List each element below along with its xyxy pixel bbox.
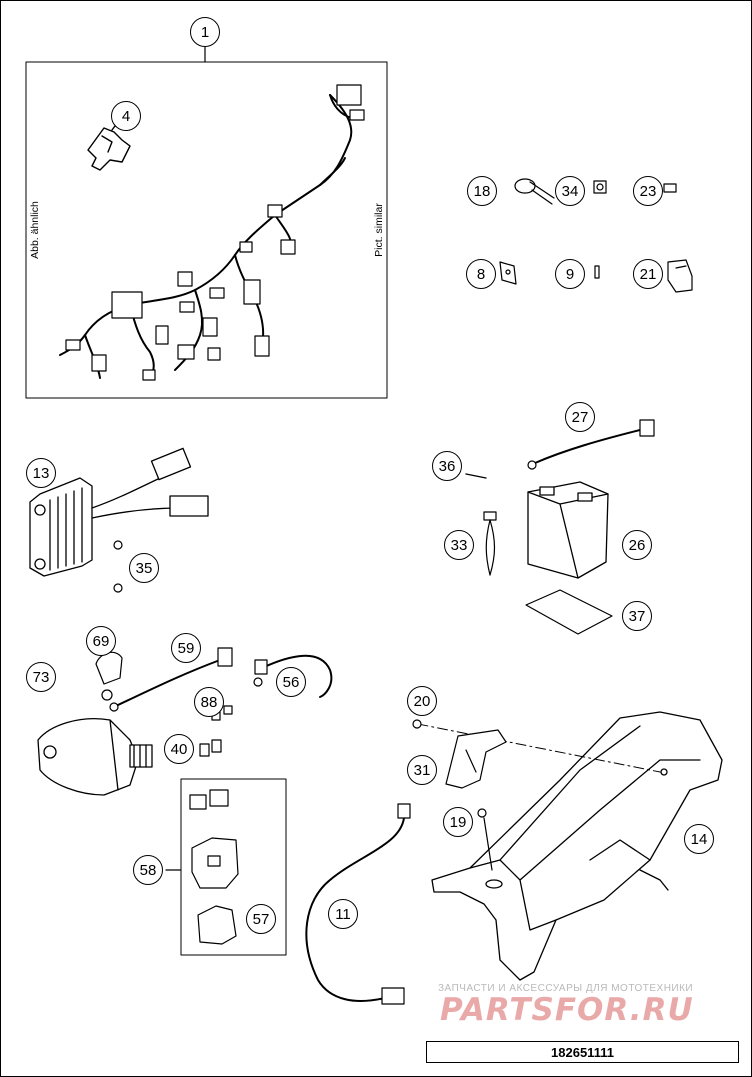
part-37-label-sheet [525, 589, 613, 635]
part-31-bracket [445, 729, 507, 789]
part-8-plate [499, 261, 517, 285]
part-59-starter-cable [109, 647, 233, 712]
document-number-text: 182651111 [551, 1044, 614, 1060]
harness-group [25, 46, 388, 399]
part-13-regulator [29, 447, 209, 577]
starter-motor [37, 718, 153, 796]
harness-label-left: Abb. ähnlich [29, 201, 42, 259]
callout-56: 56 [276, 667, 306, 697]
callout-73: 73 [26, 662, 56, 692]
callout-58: 58 [133, 855, 163, 885]
relay-group [165, 778, 287, 956]
callout-23: 23 [633, 176, 663, 206]
callout-37: 37 [622, 601, 652, 631]
callout-8: 8 [466, 259, 496, 289]
part-34-clip [593, 180, 607, 194]
callout-40: 40 [164, 734, 194, 764]
callout-59: 59 [171, 633, 201, 663]
watermark-text: ЗАПЧАСТИ И АКСЕССУАРЫ ДЛЯ МОТОТЕХНИКИ [438, 983, 694, 994]
small-parts [499, 178, 693, 293]
callout-57: 57 [246, 904, 276, 934]
part-33-fuse-holder [483, 511, 497, 576]
part-23-clip [663, 183, 677, 193]
part-35-screws [113, 540, 123, 593]
callout-11: 11 [328, 899, 358, 929]
callout-14: 14 [684, 824, 714, 854]
callout-13: 13 [26, 458, 56, 488]
part-19-screw [477, 808, 493, 871]
callout-26: 26 [622, 530, 652, 560]
callout-31: 31 [407, 755, 437, 785]
callout-36: 36 [432, 451, 462, 481]
document-number: 182651111 [426, 1041, 739, 1063]
part-57-relay-cover [197, 905, 237, 945]
callout-9: 9 [555, 259, 585, 289]
part-27-battery-cable [527, 419, 655, 470]
part-26-battery [527, 481, 609, 579]
part-73-nut [101, 689, 113, 701]
callout-21: 21 [633, 259, 663, 289]
part-40-fuses [199, 739, 222, 757]
callout-20: 20 [407, 686, 437, 716]
part-9-bulb [594, 265, 600, 279]
watermark-logo: PARTSFOR.RU [440, 992, 694, 1028]
part-20-nut [412, 719, 422, 729]
part-56-ground-cable [253, 654, 333, 698]
callout-4: 4 [111, 101, 141, 131]
part-36-bolt [465, 473, 487, 479]
callout-1: 1 [190, 17, 220, 47]
part-11-cable [305, 803, 411, 1005]
part-18-cable-tie [514, 178, 536, 194]
part-21-relay [667, 259, 693, 293]
callout-33: 33 [444, 530, 474, 560]
callout-18: 18 [467, 176, 497, 206]
callout-34: 34 [555, 176, 585, 206]
assembly-axis [417, 723, 661, 773]
callout-19: 19 [443, 807, 473, 837]
callout-27: 27 [565, 402, 595, 432]
callout-69: 69 [86, 626, 116, 656]
part-69-cap [95, 651, 123, 685]
callout-35: 35 [129, 553, 159, 583]
callout-88: 88 [194, 687, 224, 717]
harness-label-right: Pict. similar [373, 203, 386, 257]
part-14-housing [431, 711, 723, 981]
harness-connectors [65, 84, 365, 381]
